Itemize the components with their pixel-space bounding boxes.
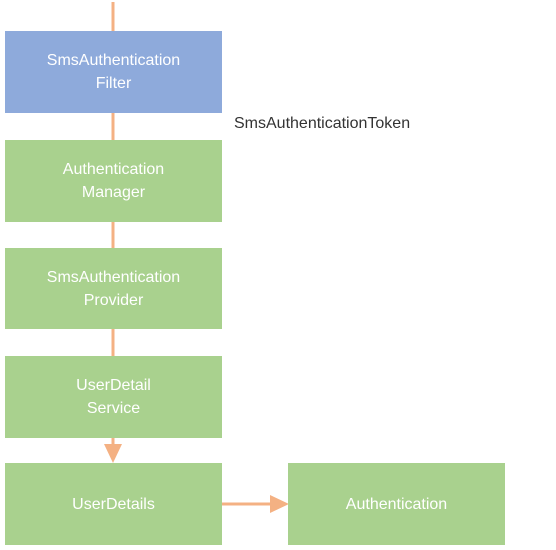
token-label: SmsAuthenticationToken [234,115,411,132]
node-filter-line2: Filter [95,75,132,92]
node-service-line2: Service [86,400,141,417]
node-authentication-label: Authentication [345,495,448,513]
node-sms-authentication-provider: SmsAuthentication Provider [5,248,222,329]
node-provider-line1: SmsAuthentication [46,268,181,286]
node-user-details-label: UserDetails [72,495,155,513]
node-provider-line2: Provider [83,291,144,309]
node-filter-line1: SmsAuthentication [46,52,181,69]
node-service-line1: UserDetail [76,377,151,394]
node-sms-authentication-filter: SmsAuthentication Filter [5,31,222,113]
node-authentication: Authentication [288,463,505,545]
node-user-detail-service: UserDetail Service [5,356,222,438]
arrowhead-right-icon [270,495,289,513]
node-authentication-manager: Authentication Manager [5,140,222,222]
node-manager-line1: Authentication [62,161,165,178]
node-manager-line2: Manager [81,184,146,201]
arrowhead-down-icon [104,444,122,463]
node-user-details: UserDetails [5,463,222,545]
